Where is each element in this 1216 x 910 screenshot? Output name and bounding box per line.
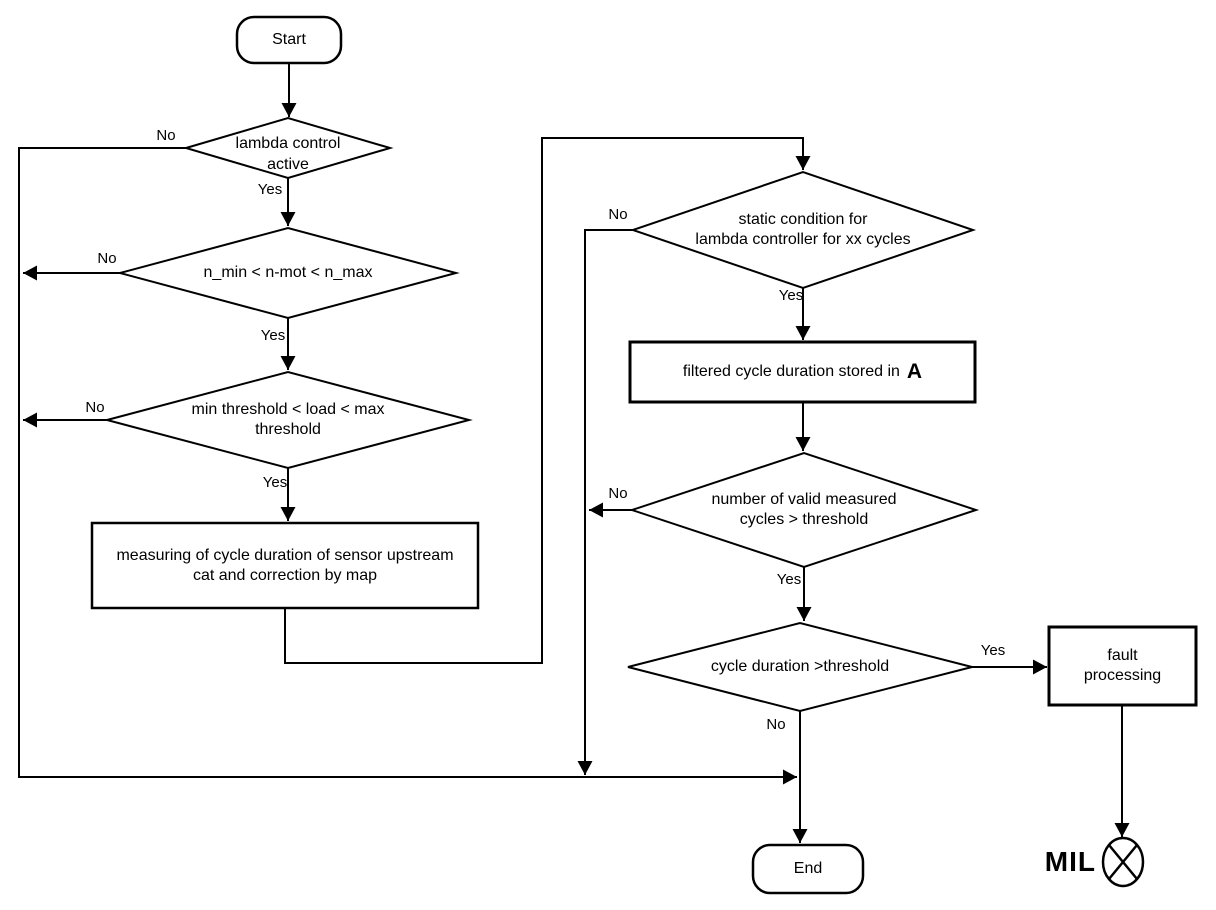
edge-measure-to-static [284, 137, 811, 664]
edge-label-static-yes: Yes [778, 287, 804, 304]
process-filtered-label: filtered cycle duration stored in A [682, 360, 923, 383]
process-fault-shape [1047, 625, 1198, 707]
process-fault-label-line1: fault [1107, 647, 1138, 664]
edge-label-cycle-no: No [766, 716, 786, 733]
process-filtered-shape [628, 340, 977, 404]
mil-label: MIL [1044, 846, 1096, 877]
decision-static-shape [629, 170, 977, 290]
edge-lambda-no-loop [18, 147, 797, 785]
process-measure-shape [90, 521, 480, 610]
process-measure-label-line1: measuring of cycle duration of sensor up… [116, 546, 454, 564]
mil-lamp-icon [1101, 836, 1145, 888]
end-node: End [753, 845, 863, 893]
edge-label-cycle-yes: Yes [980, 642, 1006, 659]
edge-label-valid-no: No [608, 485, 628, 502]
decision-valid-label-line1: number of valid measured [711, 491, 897, 508]
edge-label-load-yes: Yes [262, 474, 288, 491]
end-shape [751, 843, 865, 895]
process-fault-processing: fault processing [1049, 627, 1196, 705]
process-measure-cycle-duration: measuring of cycle duration of sensor up… [92, 523, 478, 608]
edge-label-lambda-no: No [156, 127, 176, 144]
decision-load-shape [103, 370, 473, 470]
edge-label-lambda-yes: Yes [257, 181, 283, 198]
decision-rpm-range: n_min < n-mot < n_max [120, 228, 456, 318]
process-measure-label-line2: cat and correction by map [192, 566, 378, 584]
decision-cycle-duration: cycle duration >threshold [628, 623, 972, 711]
process-filtered-cycle-duration: filtered cycle duration stored in A [630, 342, 975, 402]
decision-cycle-label: cycle duration >threshold [710, 658, 890, 675]
process-fault-label-line2: processing [1083, 667, 1162, 684]
process-filtered-variable: A [906, 360, 923, 383]
edge-static-no [577, 229, 633, 775]
edge-label-load-no: No [85, 399, 105, 416]
decision-valid-shape [628, 451, 980, 569]
decision-rpm-shape [116, 226, 460, 320]
end-label: End [793, 860, 823, 877]
start-shape [235, 15, 343, 65]
decision-load-label-line2: threshold [255, 421, 321, 438]
decision-lambda-label-line2: active [267, 156, 309, 173]
edge-label-static-no: No [608, 206, 628, 223]
decision-valid-label-line2: cycles > threshold [739, 511, 869, 528]
decision-static-label-line2: lambda controller for xx cycles [695, 231, 911, 248]
start-node: Start [237, 17, 341, 63]
decision-cycle-shape [627, 621, 973, 713]
decision-lambda-control-active: lambda control active [188, 133, 388, 175]
decision-load-label-line1: min threshold < load < max [191, 401, 385, 418]
decision-valid-cycles: number of valid measured cycles > thresh… [632, 453, 976, 567]
edge-label-rpm-no: No [97, 250, 117, 267]
decision-rpm-label: n_min < n-mot < n_max [203, 264, 373, 281]
edge-label-valid-yes: Yes [776, 571, 802, 588]
decision-lambda-label-line1: lambda control [235, 135, 341, 152]
decision-load-range: min threshold < load < max threshold [107, 372, 469, 468]
edge-label-rpm-yes: Yes [260, 327, 286, 344]
decision-static-condition: static condition for lambda controller f… [633, 172, 973, 288]
process-filtered-label-text: filtered cycle duration stored in [682, 363, 900, 380]
start-label: Start [272, 31, 306, 48]
decision-lambda-shape [182, 116, 394, 180]
decision-static-label-line1: static condition for [738, 211, 868, 228]
